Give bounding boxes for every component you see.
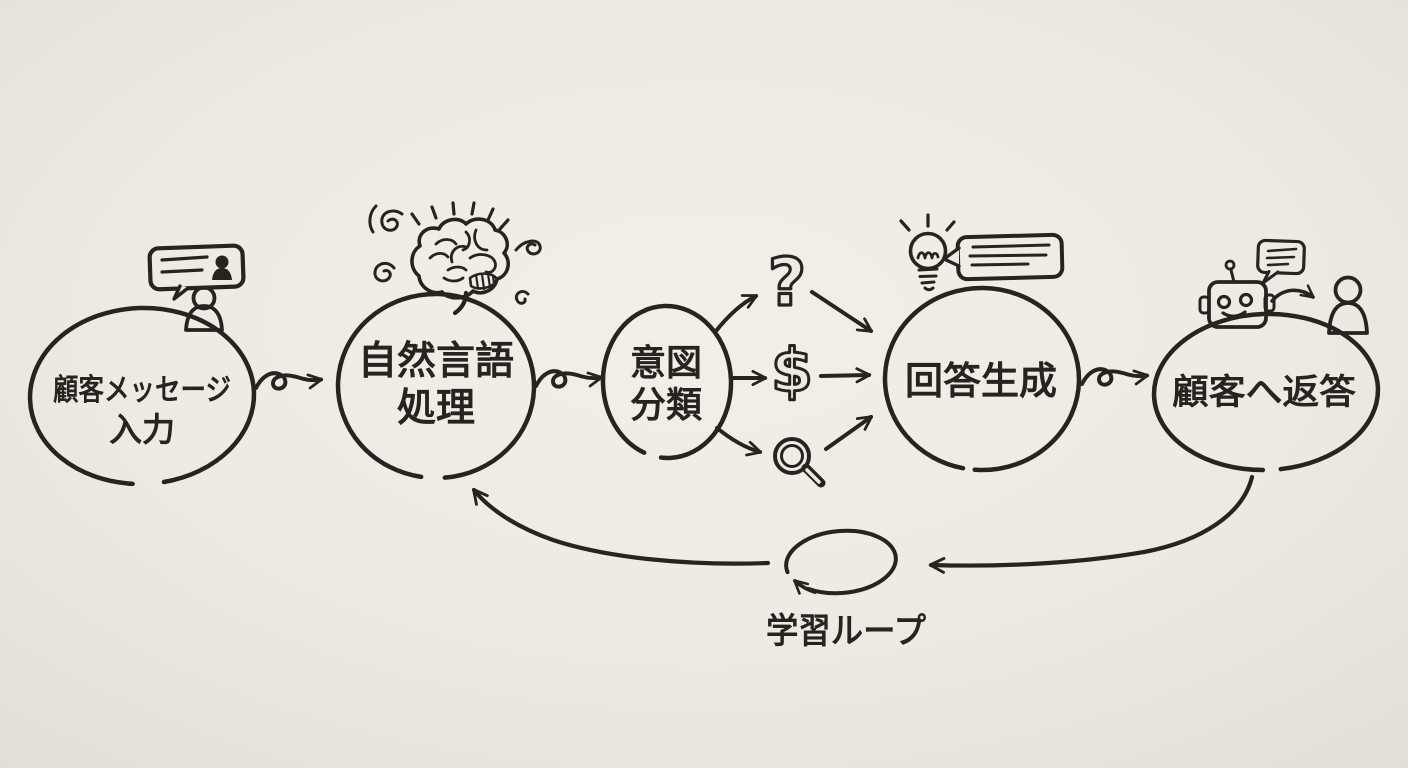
- magnifier-icon: [773, 437, 826, 488]
- robot-icon: [1198, 259, 1276, 329]
- node-circle: [1151, 311, 1381, 473]
- customer-icon: [1327, 275, 1369, 335]
- bubble-text-lines: [968, 243, 1051, 267]
- bubble-tail: [1261, 270, 1280, 285]
- loop-label: 学習ループ: [766, 611, 926, 652]
- brain-fold: [468, 253, 497, 274]
- brain-fold: [428, 251, 450, 260]
- brain-icon: [368, 201, 542, 316]
- learning-loop: 学習ループ: [471, 474, 1255, 652]
- brain-fold: [473, 228, 489, 252]
- robot-to-user-arrow: [1270, 284, 1315, 303]
- node-label-line2: 入力: [109, 410, 175, 449]
- merge-arrow-from-dollar: [819, 367, 872, 384]
- node-label-line2: 処理: [397, 386, 475, 431]
- scribble-spiral: [514, 239, 542, 256]
- robot-smile: [1221, 310, 1247, 318]
- loop-arrow-icon: [784, 528, 898, 596]
- robot-eye-right: [1238, 292, 1254, 308]
- bubble-outline: [1256, 238, 1306, 276]
- filament: [916, 251, 940, 260]
- merge-arrow-from-magnifier: [824, 415, 873, 451]
- bubble-tail: [172, 284, 190, 301]
- scribble-spiral: [514, 290, 530, 305]
- brain-fold: [461, 230, 471, 252]
- node-intent-classification: 意図 分類: [600, 303, 734, 461]
- cerebellum-outline: [468, 272, 499, 290]
- speech-lines-bubble-icon: [942, 232, 1065, 282]
- node-circle: [27, 305, 257, 487]
- dollar-icon: $: [771, 336, 813, 406]
- feedback-arrow-from-reply: [928, 474, 1255, 574]
- bubble-text-lines: [1265, 247, 1298, 267]
- branch-arrow-to-question: [714, 294, 759, 333]
- node-label-line1: 顧客メッセージ: [53, 373, 231, 408]
- robot-antenna: [1229, 268, 1236, 284]
- brain-fold: [449, 244, 468, 264]
- user-icon: [184, 285, 224, 332]
- feedback-arrow-to-nlp: [471, 487, 771, 566]
- scribble-spiral: [373, 261, 396, 283]
- node-customer-message-input: 顧客メッセージ 入力: [27, 305, 257, 487]
- robot-antenna-tip: [1224, 259, 1236, 271]
- robot-eye-left: [1216, 294, 1232, 310]
- node-label-line1: 顧客へ返答: [1172, 372, 1357, 413]
- bulb-base: [917, 267, 939, 292]
- scribble-spiral: [380, 209, 404, 232]
- branch-arrow-to-magnifier: [715, 426, 763, 457]
- lightbulb-icon: [899, 213, 956, 292]
- node-circle: [600, 303, 734, 461]
- robot-ear-left: [1198, 295, 1211, 315]
- loop-arrowhead: [793, 579, 817, 595]
- bubble-text-line: [160, 255, 209, 262]
- robot-speech-bubble-icon: [1256, 238, 1306, 285]
- person-body: [184, 304, 224, 332]
- node-reply-to-customer: 顧客へ返答: [1151, 311, 1381, 473]
- user-silhouette-body: [212, 268, 232, 280]
- node-label-line1: 自然言語: [358, 339, 514, 384]
- lens-outer: [773, 437, 811, 475]
- node-label-line1: 意図: [630, 343, 702, 384]
- brain-stem: [452, 290, 469, 316]
- node-label-line1: 回答生成: [905, 359, 1057, 403]
- merge-arrow-from-question: [810, 290, 873, 333]
- robot-ear-right: [1263, 293, 1276, 313]
- brain-fold: [446, 265, 468, 272]
- brain-fold: [442, 276, 465, 283]
- bubble-text-line: [160, 268, 204, 274]
- handle-highlight: [805, 468, 821, 484]
- thinking-rays: [410, 201, 510, 231]
- lens-inner: [780, 444, 804, 468]
- person-body: [1327, 301, 1369, 335]
- scribble-arc: [368, 204, 378, 234]
- node-label-line2: 分類: [630, 385, 703, 426]
- question-mark-icon: ?: [768, 244, 806, 321]
- node-circle: [882, 285, 1082, 473]
- brain-outline: [410, 217, 510, 300]
- brain-fold: [434, 238, 458, 246]
- user-silhouette-head: [215, 255, 229, 269]
- cerebellum-hatch: [474, 272, 496, 291]
- node-answer-generation: 回答生成: [882, 285, 1082, 473]
- bulb-rays: [899, 213, 956, 232]
- person-head: [191, 285, 217, 311]
- bubble-tail: [942, 246, 961, 268]
